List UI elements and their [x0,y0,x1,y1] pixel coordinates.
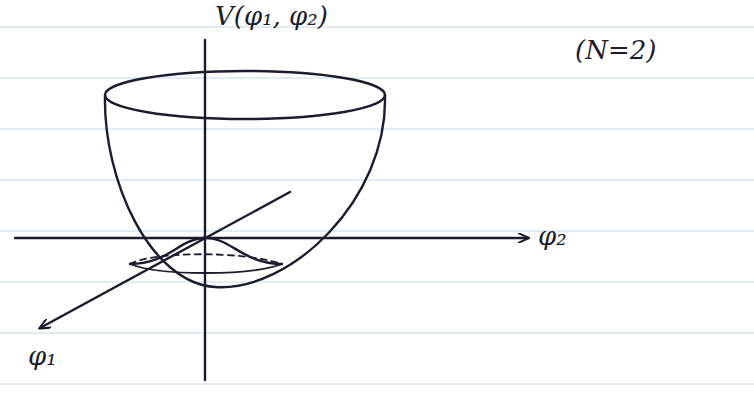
n-value-note: (N=2) [575,36,656,65]
phi1-axis [40,192,290,328]
vacuum-circle-front [130,264,282,273]
bowl-side [105,95,385,287]
potential-label: V(φ₁, φ₂) [215,2,328,31]
hat-bump [130,238,282,264]
bowl-rim [105,71,385,119]
axis-label: φ₂ [538,222,567,251]
phi2-axis [15,237,528,239]
v-axis [204,40,206,380]
axis-label: φ₁ [28,342,57,371]
vacuum-circle-back [130,254,282,264]
ruled-lines [0,27,754,384]
